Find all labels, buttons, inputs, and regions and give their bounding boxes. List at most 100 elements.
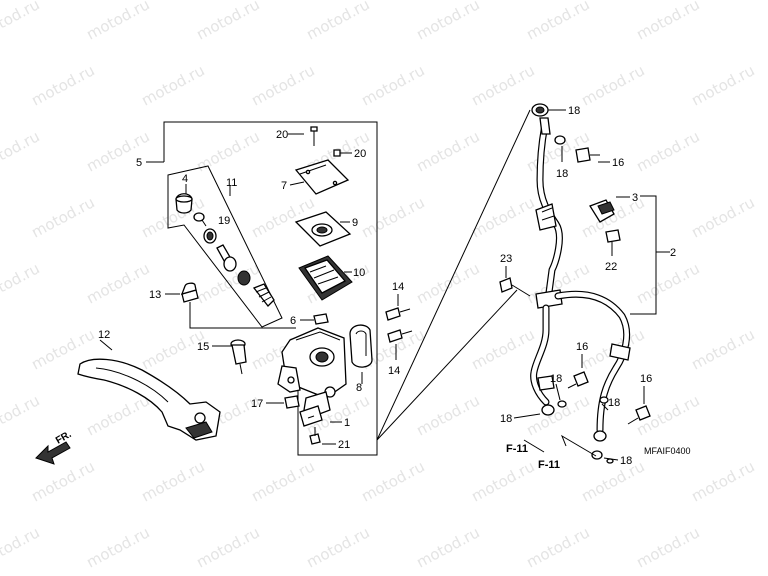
callout-14-lower: 14: [388, 365, 400, 377]
diagram-code: MFAIF0400: [644, 446, 691, 456]
screw-20-top: [310, 126, 318, 146]
callout-8: 8: [356, 382, 362, 394]
callout-labels: 20 20 7 9 10 5 4 11 19 13 6 14 14 12 15 …: [98, 105, 676, 451]
callout-15: 15: [197, 341, 209, 353]
callout-16-right: 16: [640, 373, 652, 385]
watermark-text: motod.ru: [358, 457, 427, 505]
watermark-text: motod.ru: [633, 0, 702, 44]
callout-20-top: 20: [276, 129, 288, 141]
bolt-23: [499, 277, 531, 297]
bolt-16-right: [627, 405, 651, 425]
watermark-text: motod.ru: [138, 457, 207, 505]
watermark-text: motod.ru: [0, 391, 43, 439]
watermark-text: motod.ru: [413, 391, 482, 439]
watermark-text: motod.ru: [248, 193, 317, 241]
washer-18-mid: [557, 400, 567, 408]
watermark-text: motod.ru: [468, 61, 537, 109]
pivot-bolt-15: [230, 339, 247, 375]
watermark-text: motod.ru: [138, 61, 207, 109]
watermark-text: motod.ru: [688, 325, 757, 373]
watermark-text: motod.ru: [633, 259, 702, 307]
bleeder-13: [180, 282, 296, 329]
watermark-text: motod.ru: [83, 127, 152, 175]
callout-4: 4: [182, 173, 188, 185]
screw-6: [302, 313, 329, 325]
reservoir-cap-7: [294, 159, 350, 195]
watermark-text: motod.ru: [0, 523, 43, 571]
washer-18-right: [599, 396, 609, 404]
washer-18-bottom: [606, 458, 614, 464]
bracket-2-3: [630, 195, 657, 315]
callout-21: 21: [338, 439, 350, 451]
nut-17: [284, 395, 300, 409]
watermark-text: motod.ru: [633, 127, 702, 175]
callout-18-bottom: 18: [620, 455, 632, 467]
watermark-text: motod.ru: [413, 523, 482, 571]
watermark-text: motod.ru: [413, 127, 482, 175]
boot-4: [175, 193, 193, 214]
callout-1: 1: [344, 417, 350, 429]
callout-16-mid: 16: [576, 341, 588, 353]
leader-lines: [99, 109, 670, 461]
callout-23: 23: [500, 253, 512, 265]
watermark-text: motod.ru: [303, 523, 372, 571]
callout-19: 19: [218, 215, 230, 227]
callout-18-mid: 18: [550, 373, 562, 385]
watermark-text: motod.ru: [248, 61, 317, 109]
left-hose: [530, 304, 555, 416]
watermark-text: motod.ru: [0, 259, 43, 307]
watermark-text: motod.ru: [358, 193, 427, 241]
watermark-text: motod.ru: [523, 0, 592, 44]
watermark-text: motod.ru: [193, 127, 262, 175]
watermark-text: motod.ru: [0, 127, 43, 175]
watermark-text: motod.ru: [28, 61, 97, 109]
watermark-text: motod.ru: [468, 325, 537, 373]
callout-2: 2: [670, 247, 676, 259]
bolt-22: [605, 229, 621, 243]
callout-12: 12: [98, 329, 110, 341]
callout-17: 17: [251, 398, 263, 410]
watermark-text: motod.ru: [358, 61, 427, 109]
watermark-text: motod.ru: [413, 0, 482, 44]
clamp-8: [349, 324, 373, 368]
callout-7: 7: [281, 180, 287, 192]
diaphragm-10: [298, 255, 353, 301]
watermark-text: motod.ru: [468, 193, 537, 241]
callout-13: 13: [149, 289, 161, 301]
switch-1: [299, 405, 323, 427]
watermark-text: motod.ru: [578, 61, 647, 109]
watermark-text: motod.ru: [468, 457, 537, 505]
piston-kit-11: [216, 244, 275, 307]
watermark-text: motod.ru: [688, 457, 757, 505]
watermark-text: motod.ru: [83, 0, 152, 44]
watermark-text: motod.ru: [688, 193, 757, 241]
callout-18-upper: 18: [556, 168, 568, 180]
clamp-3: [589, 199, 615, 223]
bolt-16-top: [575, 147, 600, 163]
front-label: FR.: [54, 429, 74, 447]
callout-6: 6: [290, 315, 296, 327]
ref-f11-right: F-11: [538, 459, 560, 471]
circlip-19: [193, 212, 217, 244]
callout-20-side: 20: [354, 148, 366, 160]
callout-16-top: 16: [612, 157, 624, 169]
front-arrow: [35, 441, 71, 465]
watermark-text: motod.ru: [0, 0, 43, 44]
diaphragm-plate-9: [294, 211, 352, 247]
watermark-text: motod.ru: [578, 457, 647, 505]
kit-bracket: [167, 165, 283, 328]
watermark-text: motod.ru: [248, 457, 317, 505]
watermark-text: motod.ru: [193, 0, 262, 44]
watermark-text: motod.ru: [633, 523, 702, 571]
master-cylinder-body: [277, 327, 347, 417]
upper-hose: [531, 103, 566, 304]
bolt-16-mid: [567, 371, 589, 389]
watermark-text: motod.ru: [83, 259, 152, 307]
callout-9: 9: [352, 217, 358, 229]
watermark-text: motod.ru: [413, 259, 482, 307]
watermark-text: motod.ru: [83, 523, 152, 571]
screw-14-lower: [387, 329, 413, 343]
callout-3: 3: [632, 192, 638, 204]
